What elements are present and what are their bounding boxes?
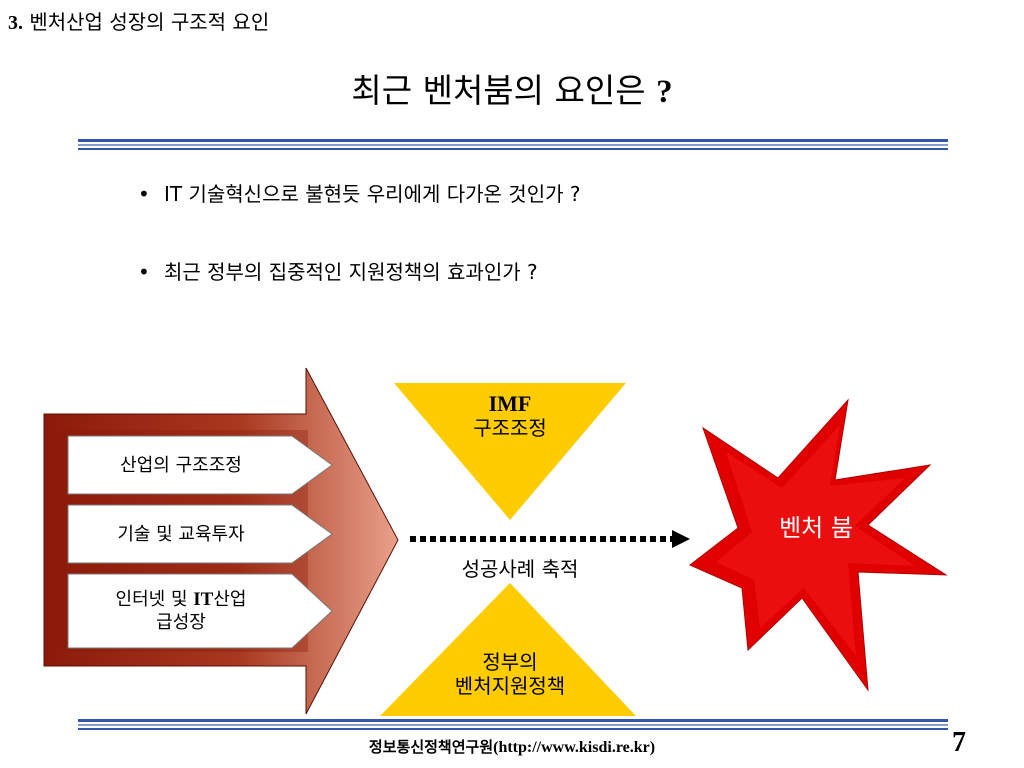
- bullet-item: • IT 기술혁신으로 불현듯 우리에게 다가온 것인가 ?: [138, 178, 580, 216]
- footer: 정보통신정책연구원(http://www.kisdi.re.kr): [0, 736, 1024, 757]
- page-number: 7: [952, 727, 966, 758]
- section-number: 3.: [8, 12, 23, 34]
- success-cases-label: 성공사례 축적: [461, 557, 579, 581]
- factor-box-shape: [67, 435, 333, 495]
- section-title: 벤처산업 성장의 구조적 요인: [29, 10, 270, 34]
- factor-box-shape: [67, 504, 333, 564]
- section-heading: 3. 벤처산업 성장의 구조적 요인: [8, 6, 269, 35]
- factor-label-internet-it: 인터넷 및 IT산업 급성장: [115, 589, 247, 633]
- government-label: 정부의 벤처지원정책: [454, 650, 566, 698]
- factor-label-industry-restructuring: 산업의 구조조정: [120, 454, 242, 476]
- venture-boom-label: 벤처 붐: [779, 514, 853, 542]
- slide-title-mark: ?: [656, 74, 673, 110]
- bullet-text: 최근 정부의 집중적인 지원정책의 효과인가 ?: [164, 260, 538, 284]
- bullet-text: IT 기술혁신으로 불현듯 우리에게 다가온 것인가 ?: [164, 182, 581, 206]
- bullet-list: • IT 기술혁신으로 불현듯 우리에게 다가온 것인가 ? • 최근 정부의 집중…: [138, 178, 580, 334]
- imf-label: IMF 구조조정: [473, 391, 547, 441]
- bottom-divider: [78, 719, 948, 730]
- slide-title-text: 최근 벤처붐의 요인은: [351, 71, 646, 110]
- government-triangle: [380, 583, 636, 716]
- factor-box-shape: [67, 573, 333, 649]
- factor-label-tech-education: 기술 및 교육투자: [117, 523, 245, 545]
- footer-url: (http://www.kisdi.re.kr): [493, 739, 656, 756]
- bullet-item: • 최근 정부의 집중적인 지원정책의 효과인가 ?: [138, 256, 580, 294]
- imf-triangle: [394, 383, 626, 520]
- slide-title: 최근 벤처붐의 요인은 ?: [0, 64, 1024, 112]
- dotted-arrow: [410, 530, 690, 548]
- top-divider: [78, 139, 948, 150]
- footer-org: 정보통신정책연구원: [368, 738, 494, 756]
- bullet-dot: •: [138, 182, 150, 206]
- bullet-dot: •: [138, 260, 150, 284]
